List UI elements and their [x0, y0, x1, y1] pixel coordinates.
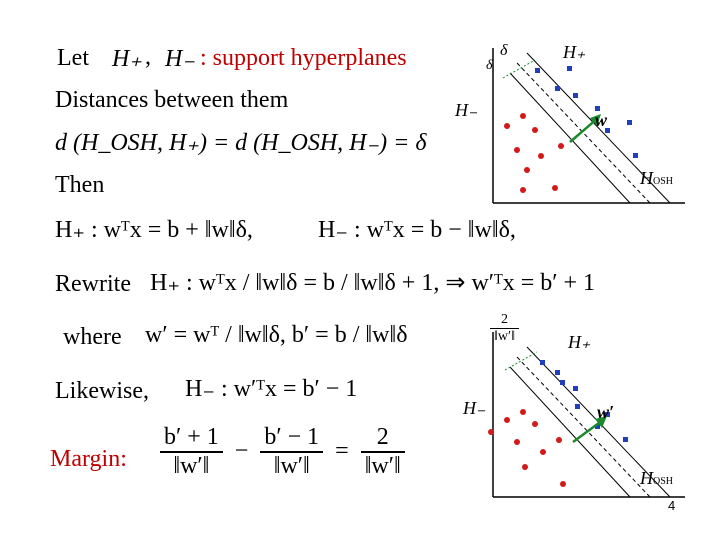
top-hplus-line — [526, 52, 671, 204]
top-hminus-line — [509, 72, 631, 204]
top-hplus-label: H₊ — [563, 42, 586, 62]
bottom-blue-point — [623, 437, 628, 442]
top-red-point — [538, 153, 544, 159]
bottom-red-point — [522, 464, 528, 470]
top-w-arrow — [569, 117, 599, 143]
margin-minus-sign: − — [234, 437, 249, 464]
top-red-point — [524, 167, 530, 173]
where-text: where — [63, 324, 122, 350]
comma: , — [145, 44, 151, 70]
top-delta-label-2: δ — [486, 58, 493, 73]
top-blue-point — [567, 66, 572, 71]
margin-fraction-1: b′ + 1 ‖w′‖ — [160, 424, 223, 480]
top-delta-marker — [502, 59, 536, 79]
bottom-red-point — [488, 429, 494, 435]
top-red-point — [514, 147, 520, 153]
top-blue-point — [627, 120, 632, 125]
bottom-hyperplane-figure — [488, 332, 685, 498]
margin-fraction-1-numerator: b′ + 1 — [164, 424, 219, 450]
top-blue-point — [555, 86, 560, 91]
top-hosh-letter: H — [640, 168, 653, 188]
top-blue-point — [573, 93, 578, 98]
top-red-points — [504, 113, 564, 193]
bottom-red-point — [540, 449, 546, 455]
bottom-red-point — [560, 481, 566, 487]
margin-fraction-1-denominator: ‖w′‖ — [160, 451, 223, 480]
likewise-equation: H₋ : w′ᵀx = b′ − 1 — [185, 376, 358, 402]
top-hosh-line — [516, 62, 651, 204]
margin-label: Margin: — [50, 446, 127, 472]
rewrite-equation: H₊ : wᵀx / ‖w‖δ = b / ‖w‖δ + 1, ⇒ w′ᵀx =… — [150, 270, 596, 296]
top-red-point — [532, 127, 538, 133]
margin-fraction-3-denominator: ‖w′‖ — [360, 451, 405, 480]
bottom-blue-point — [575, 404, 580, 409]
top-blue-point — [605, 128, 610, 133]
where-equation: w′ = wᵀ / ‖w‖δ, b′ = b / ‖w‖δ — [145, 322, 408, 348]
hplus-symbol: H₊ — [112, 46, 142, 72]
bottom-blue-points — [540, 360, 628, 442]
margin-fraction-3-numerator: 2 — [376, 424, 389, 450]
rewrite-text: Rewrite — [55, 271, 131, 297]
bottom-hosh-label: HOSH — [640, 468, 673, 489]
bottom-red-point — [556, 437, 562, 443]
bottom-margin-fraction: 2 ‖w′‖ — [490, 312, 520, 345]
top-blue-point — [633, 153, 638, 158]
bottom-blue-point — [555, 370, 560, 375]
support-hyperplanes-text: : support hyperplanes — [200, 45, 407, 71]
margin-equals-sign: = — [335, 437, 349, 464]
bottom-red-points — [488, 409, 566, 487]
bottom-margin-fraction-numerator: 2 — [501, 312, 509, 327]
top-hminus-label: H₋ — [455, 100, 478, 120]
margin-fraction-2-denominator: ‖w′‖ — [260, 451, 324, 480]
top-w-label: w — [595, 110, 608, 130]
likewise-text: Likewise, — [55, 378, 149, 404]
distances-text: Distances between them — [55, 87, 289, 113]
bottom-hplus-label: H₊ — [568, 332, 591, 352]
margin-fraction-2-numerator: b′ − 1 — [264, 424, 320, 450]
top-red-point — [552, 185, 558, 191]
margin-fraction-2: b′ − 1 ‖w′‖ — [260, 424, 324, 480]
bottom-w-arrow — [572, 418, 604, 444]
bottom-red-point — [532, 421, 538, 427]
margin-fraction-3: 2 ‖w′‖ — [360, 424, 405, 480]
bottom-hosh-line — [516, 356, 651, 498]
top-red-point — [504, 123, 510, 129]
bottom-margin-fraction-inner: 2 ‖w′‖ — [490, 312, 520, 345]
then-minus-equation: H₋ : wᵀx = b − ‖w‖δ, — [318, 217, 516, 243]
top-red-point — [520, 187, 526, 193]
bottom-blue-point — [540, 360, 545, 365]
top-blue-points — [535, 66, 638, 158]
bottom-red-point — [504, 417, 510, 423]
top-delta-label-1: δ — [500, 42, 508, 59]
then-plus-equation: H₊ : wᵀx = b + ‖w‖δ, — [55, 217, 253, 243]
top-w-arrowhead — [590, 114, 601, 126]
let-label: Let — [57, 45, 89, 71]
bottom-red-point — [514, 439, 520, 445]
bottom-margin-marker — [504, 351, 538, 371]
top-blue-point — [535, 68, 540, 73]
top-red-point — [520, 113, 526, 119]
bottom-hminus-label: H₋ — [463, 398, 486, 418]
top-red-point — [558, 143, 564, 149]
bottom-hosh-subscript: OSH — [653, 476, 674, 487]
top-blue-point — [595, 106, 600, 111]
bottom-margin-fraction-denominator: ‖w′‖ — [490, 328, 520, 345]
bottom-blue-point — [573, 386, 578, 391]
top-hosh-subscript: OSH — [653, 176, 674, 187]
bottom-blue-point — [595, 424, 600, 429]
hminus-symbol: H₋ — [165, 46, 195, 72]
bottom-w-label: w′ — [597, 402, 615, 422]
page-number: 4 — [668, 498, 676, 513]
bottom-hminus-line — [509, 366, 631, 498]
bottom-hosh-letter: H — [640, 468, 653, 488]
distance-equation: d (H_OSH, H₊) = d (H_OSH, H₋) = δ — [55, 130, 427, 156]
bottom-w-arrowhead — [595, 416, 607, 428]
top-hosh-label: HOSH — [640, 168, 673, 189]
margin-equation: b′ + 1 ‖w′‖ − b′ − 1 ‖w′‖ = 2 ‖w′‖ — [160, 424, 405, 480]
bottom-red-point — [520, 409, 526, 415]
bottom-blue-point — [605, 412, 610, 417]
top-hyperplane-figure — [492, 48, 685, 204]
bottom-blue-point — [560, 380, 565, 385]
then-text: Then — [55, 172, 105, 198]
